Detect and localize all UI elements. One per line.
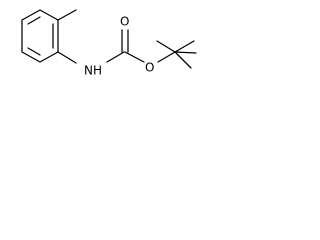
benzene-ring [21, 9, 59, 63]
ring-bond [21, 9, 41, 21]
ring-double-bond [27, 47, 41, 56]
tbutyl-methyl-bond [174, 51, 192, 69]
ring-bond [39, 51, 59, 63]
amide-nitrogen-label: NH [84, 64, 102, 78]
carbonyl-oxygen-label: O [120, 15, 129, 29]
ring-double-bond [27, 16, 41, 25]
tbutyl-methyl-bond [156, 40, 176, 53]
tbutyl-methyl-bond [174, 51, 197, 54]
aryl-nitrogen-bond [57, 51, 77, 64]
nitrogen-carbonyl-bond [106, 51, 125, 63]
oxygen-tbutyl-bond [157, 51, 176, 63]
ring-bond [39, 9, 59, 21]
chemical-structure-diagram: O O NH [21, 9, 197, 78]
ester-oxygen-label: O [145, 61, 154, 75]
ring-bond [21, 51, 41, 63]
tbutyl-methyl-bond [174, 40, 195, 53]
carbon-oxygen-bond [124, 51, 145, 63]
methyl-bond [57, 9, 77, 21]
